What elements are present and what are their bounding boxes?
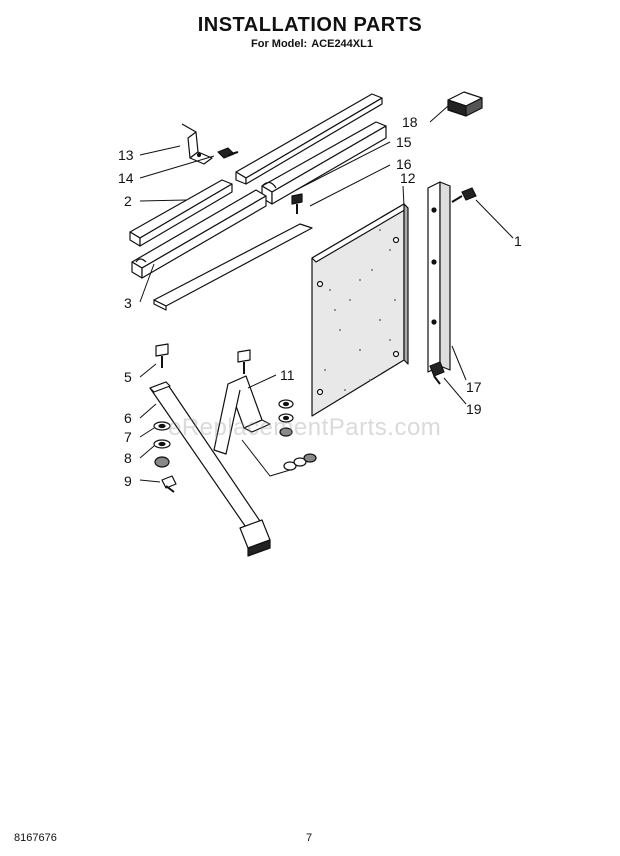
callout-7: 7	[124, 429, 132, 445]
bottom-strip	[153, 223, 313, 311]
bracket-nut	[279, 427, 293, 437]
callout-8: 8	[124, 450, 132, 466]
upper-rail	[235, 93, 383, 185]
part-8-nut	[154, 456, 170, 468]
callout-9: 9	[124, 473, 132, 489]
callout-16: 16	[396, 156, 412, 172]
callout-3: 3	[124, 295, 132, 311]
part-5-bolt	[155, 343, 169, 368]
model-line: For Model:ACE244XL1	[0, 38, 620, 50]
part-11-bolt	[237, 349, 251, 374]
callout-18: 18	[402, 114, 418, 130]
callout-6: 6	[124, 410, 132, 426]
part-15-rail	[261, 121, 387, 205]
callout-14: 14	[118, 170, 134, 186]
part-13-bracket	[181, 123, 213, 165]
callout-19: 19	[466, 401, 482, 417]
part-16-screw	[291, 193, 303, 214]
watermark: eReplacementParts.com	[168, 414, 442, 441]
bracket-washer-2	[278, 413, 294, 423]
part-1-screw	[451, 187, 477, 203]
part-12-foam-panel	[311, 203, 409, 417]
part-19-screw	[429, 361, 445, 385]
part-2-rail	[129, 179, 233, 247]
callout-15: 15	[396, 134, 412, 150]
model-number: ACE244XL1	[311, 38, 373, 50]
callout-11: 11	[280, 367, 295, 383]
part-6-support-leg	[149, 381, 271, 557]
part-14-screw	[217, 147, 239, 159]
part-3-channel	[131, 189, 267, 279]
callout-17: 17	[466, 379, 482, 395]
part-8-washer	[153, 439, 171, 449]
model-prefix: For Model:	[251, 38, 308, 50]
bracket-washer-1	[278, 399, 294, 409]
document-number: 8167676	[14, 832, 57, 844]
page-title: INSTALLATION PARTS	[197, 14, 423, 36]
part-17-side-channel	[427, 181, 451, 373]
part-18-foam-block	[447, 91, 483, 117]
callout-1: 1	[514, 233, 522, 249]
part-7-washer	[153, 421, 171, 431]
leader-lines	[139, 105, 514, 483]
part-11-bracket	[213, 375, 271, 455]
callout-labels: 13 14 2 3 18 15 16 12 1 17 19 5 6 7 8 9 …	[118, 114, 522, 489]
callout-5: 5	[124, 369, 132, 385]
lower-washer-set	[283, 453, 317, 471]
part-9-bolt	[161, 475, 177, 493]
callout-2: 2	[124, 193, 132, 209]
page-number: 7	[306, 832, 313, 844]
callout-13: 13	[118, 147, 134, 163]
callout-12: 12	[400, 170, 416, 186]
